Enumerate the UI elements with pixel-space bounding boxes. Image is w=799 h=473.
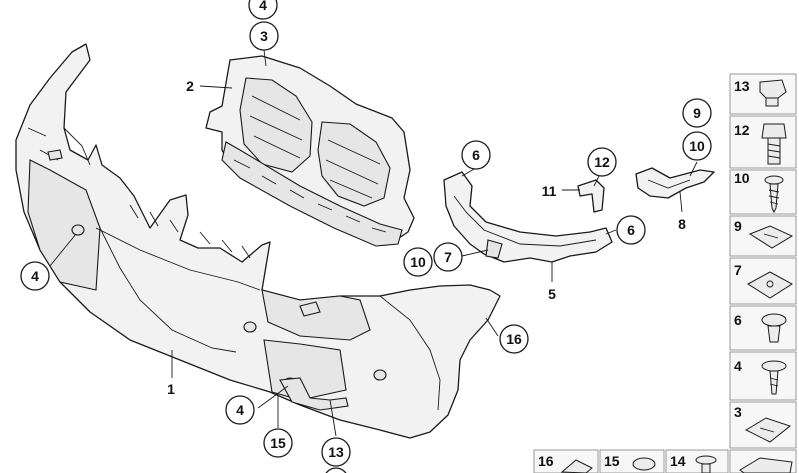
hardware-tile-15: 15 <box>599 449 665 473</box>
callout-4-bottom: 4 <box>225 395 255 425</box>
svg-text:4: 4 <box>31 268 39 284</box>
callout-6-upper: 6 <box>461 140 491 170</box>
hardware-tile-13: 13 <box>729 73 797 115</box>
small-bracket-11 <box>577 179 605 213</box>
svg-text:6: 6 <box>627 222 635 238</box>
hex-bolt-icon <box>761 123 787 165</box>
grille-carrier <box>205 55 415 247</box>
callout-10-upper: 10 <box>682 131 712 161</box>
clip-nut-icon-7 <box>747 271 793 299</box>
svg-text:15: 15 <box>604 453 620 469</box>
hardware-tile-4: 4 <box>729 351 797 401</box>
label-1: 1 <box>167 381 175 397</box>
svg-text:4: 4 <box>236 402 244 418</box>
clip-icon <box>744 417 792 443</box>
svg-text:7: 7 <box>734 262 742 278</box>
clip-nut-icon <box>759 79 787 107</box>
callout-12: 12 <box>587 147 617 177</box>
hardware-tile-9: 9 <box>729 215 797 257</box>
callout-partial-bottom <box>325 467 347 473</box>
svg-text:16: 16 <box>506 331 522 347</box>
svg-text:12: 12 <box>594 154 610 170</box>
callout-15: 15 <box>263 428 293 458</box>
callout-4-top: 4 <box>248 0 278 20</box>
hardware-tile-10: 10 <box>729 169 797 215</box>
leader-lines <box>49 49 698 437</box>
callout-9: 9 <box>682 98 712 128</box>
callout-13: 13 <box>321 437 351 467</box>
front-bumper-panel <box>15 43 501 439</box>
label-11: 11 <box>542 183 557 199</box>
hardware-tile-16: 16 <box>533 449 599 473</box>
label-2: 2 <box>186 78 194 94</box>
push-rivet-icon <box>695 455 717 473</box>
hardware-tile-3: 3 <box>729 401 797 449</box>
svg-text:6: 6 <box>734 312 742 328</box>
svg-text:10: 10 <box>689 138 705 154</box>
svg-text:15: 15 <box>270 435 286 451</box>
svg-text:7: 7 <box>444 249 452 265</box>
callout-7: 7 <box>433 242 463 272</box>
svg-text:3: 3 <box>260 28 268 44</box>
label-8: 8 <box>678 216 686 232</box>
hardware-tile-6: 6 <box>729 305 797 351</box>
svg-text:12: 12 <box>734 122 750 138</box>
hardware-tile-14: 14 <box>665 449 729 473</box>
self-tapping-screw-icon <box>764 175 784 214</box>
svg-text:14: 14 <box>670 453 686 469</box>
svg-text:13: 13 <box>734 78 750 94</box>
callout-4-left: 4 <box>20 261 50 291</box>
callout-10-lower: 10 <box>403 247 433 277</box>
expanding-rivet-icon <box>761 313 787 343</box>
svg-text:13: 13 <box>328 444 344 460</box>
svg-text:16: 16 <box>538 453 554 469</box>
bumper-carrier-bracket <box>443 171 613 263</box>
callout-16: 16 <box>499 324 529 354</box>
side-bracket-8 <box>635 167 715 199</box>
hardware-tile-12: 12 <box>729 115 797 169</box>
flange-screw-icon <box>761 360 787 395</box>
expanding-rivet-icon-15 <box>632 457 656 471</box>
svg-text:10: 10 <box>734 170 750 186</box>
svg-text:3: 3 <box>734 404 742 420</box>
svg-text:4: 4 <box>259 0 267 13</box>
callout-3: 3 <box>249 21 279 51</box>
hardware-tile-7: 7 <box>729 257 797 305</box>
hardware-tile-blank <box>729 449 797 473</box>
svg-text:6: 6 <box>472 147 480 163</box>
svg-text:4: 4 <box>734 358 742 374</box>
svg-text:10: 10 <box>410 254 426 270</box>
callout-6-right: 6 <box>616 215 646 245</box>
spring-nut-icon <box>748 225 794 249</box>
svg-text:9: 9 <box>734 218 742 234</box>
svg-text:9: 9 <box>693 105 701 121</box>
label-5: 5 <box>548 286 556 302</box>
